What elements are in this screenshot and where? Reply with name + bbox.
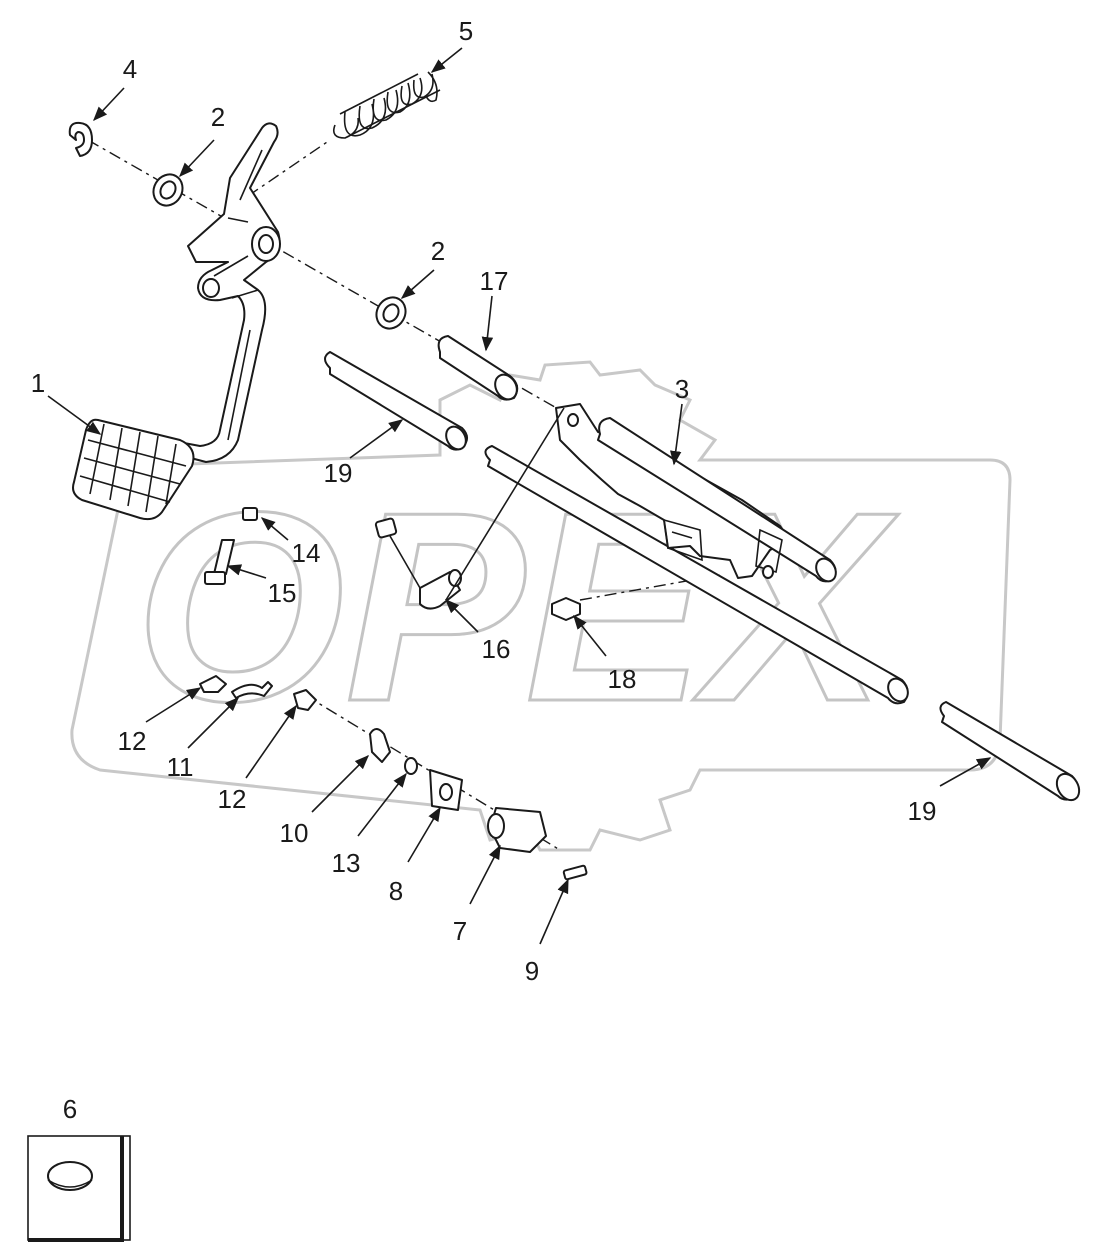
callout-19-upper: 19 — [324, 458, 353, 488]
watermark-text: OPEX — [135, 457, 899, 758]
leader-lines — [47, 47, 992, 945]
bracket-assembly-part — [555, 403, 837, 583]
callout-19-lower: 19 — [908, 796, 937, 826]
callout-16: 16 — [482, 634, 511, 664]
callout-18: 18 — [608, 664, 637, 694]
snap-ring-part — [68, 121, 93, 157]
pedal-pad-part — [72, 418, 195, 521]
callout-15: 15 — [268, 578, 297, 608]
bolt-part — [204, 507, 258, 585]
shaft-part-lower — [939, 701, 1081, 802]
nut-part — [551, 597, 581, 621]
callout-10: 10 — [280, 818, 309, 848]
pump-assembly-part — [369, 728, 588, 881]
callout-11: 11 — [167, 752, 194, 782]
callout-7: 7 — [453, 916, 467, 946]
callout-12-left: 12 — [118, 726, 147, 756]
callout-5: 5 — [459, 16, 473, 46]
short-tube-part — [437, 335, 519, 401]
callout-8: 8 — [389, 876, 403, 906]
callout-9: 9 — [525, 956, 539, 986]
callout-1: 1 — [31, 368, 45, 398]
callout-6: 6 — [63, 1094, 77, 1124]
watermark: OPEX — [70, 360, 1012, 852]
callout-3: 3 — [675, 374, 689, 404]
shaft-part-long — [484, 445, 909, 705]
linkage-part — [199, 675, 317, 711]
pedal-lever-part — [159, 122, 281, 463]
washer-part-upper — [152, 173, 184, 207]
callout-2-lower: 2 — [431, 236, 445, 266]
callout-4: 4 — [123, 54, 137, 84]
plug-inset — [27, 1135, 131, 1242]
callout-14: 14 — [292, 538, 321, 568]
callout-13: 13 — [332, 848, 361, 878]
washer-part-lower — [375, 296, 407, 330]
callout-17: 17 — [480, 266, 509, 296]
callout-12-right: 12 — [218, 784, 247, 814]
callout-labels: 4 2 5 2 17 1 3 19 14 15 16 18 12 11 12 1… — [31, 16, 937, 1124]
shaft-part-upper — [324, 351, 468, 451]
spring-part — [332, 71, 441, 139]
callout-2-upper: 2 — [211, 102, 225, 132]
